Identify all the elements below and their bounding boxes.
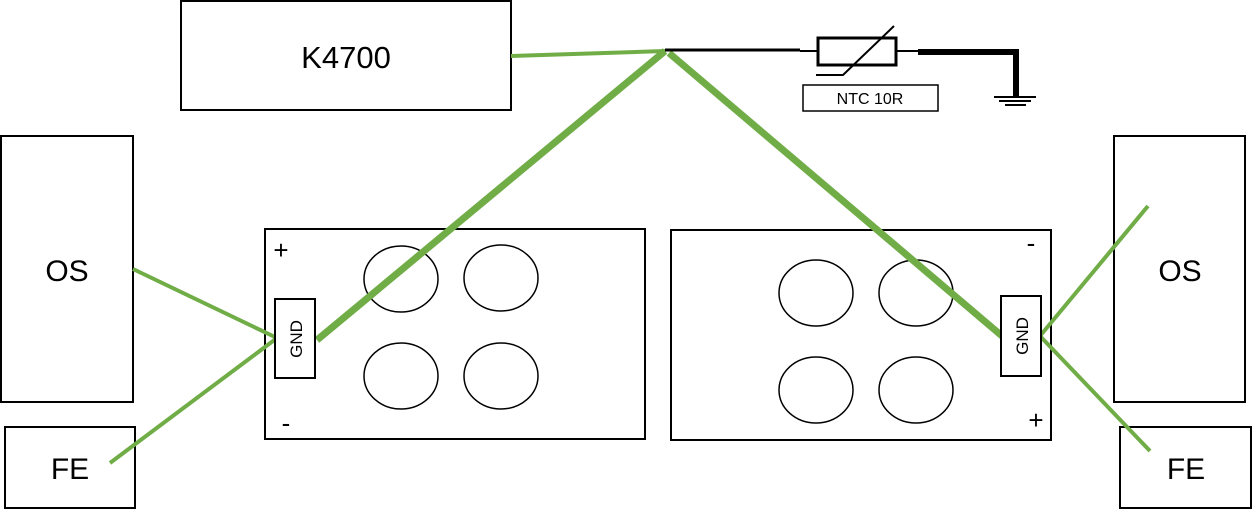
os-box-right bbox=[1113, 135, 1246, 403]
minus-marker-left: - bbox=[282, 408, 291, 438]
wire-k4700 bbox=[510, 49, 666, 58]
mounting-hole bbox=[363, 342, 439, 410]
wire-right-fe bbox=[1038, 334, 1152, 453]
ground-wires bbox=[108, 48, 1152, 465]
wire-left-os bbox=[132, 267, 278, 340]
mounting-hole bbox=[778, 356, 854, 424]
board-right bbox=[670, 229, 1052, 441]
ntc-label: NTC 10R bbox=[837, 91, 904, 108]
mounting-hole bbox=[463, 342, 539, 410]
wire-hub-to-right-gnd bbox=[666, 50, 1005, 339]
fe-label-left: FE bbox=[51, 453, 89, 486]
plus-marker-right: + bbox=[1028, 405, 1043, 435]
gnd-label-right: GND bbox=[1013, 317, 1032, 355]
plus-marker-left: + bbox=[273, 235, 288, 265]
mounting-hole bbox=[463, 244, 539, 312]
fe-box-left bbox=[4, 426, 136, 509]
os-label-left: OS bbox=[45, 255, 88, 288]
ntc-label-box bbox=[802, 84, 939, 112]
minus-marker-right: - bbox=[1027, 228, 1036, 258]
wire-hub-to-left-gnd bbox=[314, 48, 668, 343]
wire-left-fe bbox=[108, 336, 279, 465]
mounting-hole bbox=[778, 259, 854, 327]
gnd-terminal-left bbox=[274, 298, 316, 379]
k4700-box bbox=[180, 0, 512, 111]
k4700-label: K4700 bbox=[301, 40, 391, 75]
ground-symbol-icon bbox=[994, 96, 1036, 106]
os-box-left bbox=[0, 135, 134, 403]
os-label-right: OS bbox=[1158, 255, 1201, 288]
wire-ntc-to-ground bbox=[918, 49, 1019, 96]
mounting-hole bbox=[363, 245, 439, 313]
wire-right-os bbox=[1038, 204, 1150, 338]
thermistor-symbol-icon bbox=[800, 25, 918, 76]
mounting-hole bbox=[878, 259, 954, 327]
fe-label-right: FE bbox=[1167, 453, 1205, 486]
gnd-label-left: GND bbox=[287, 320, 306, 358]
gnd-terminal-right bbox=[1000, 295, 1042, 377]
mounting-hole bbox=[878, 356, 954, 424]
